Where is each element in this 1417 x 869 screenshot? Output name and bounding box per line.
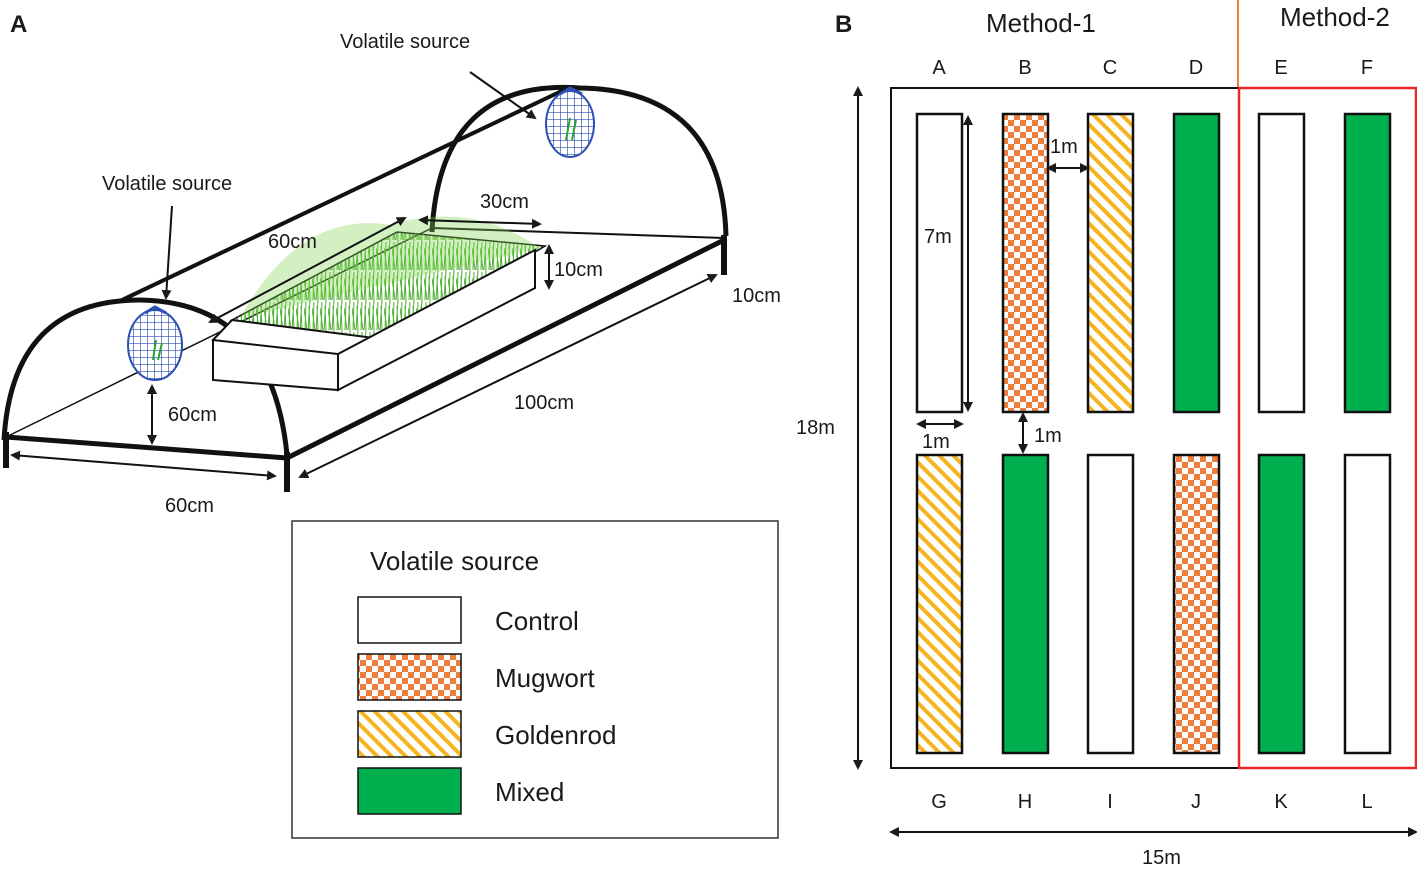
base-back	[431, 227, 725, 239]
legend-swatch-control	[357, 596, 462, 644]
legend-swatch-mugwort	[357, 653, 462, 701]
plot-letter-L: L	[1361, 791, 1372, 813]
planter-box	[211, 216, 548, 392]
plot-H	[1001, 453, 1050, 755]
legend: Volatile source ControlMugwortGoldenrodM…	[291, 520, 779, 839]
plot-A	[915, 112, 964, 414]
panel-b-letter: B	[835, 11, 852, 38]
plot-F	[1343, 112, 1392, 414]
label-100cm: 100cm	[514, 392, 574, 414]
label-60cm-width: 60cm	[165, 495, 214, 517]
plot-letter-H: H	[1018, 791, 1032, 813]
plot-G	[915, 453, 964, 755]
label-1m-row-gap: 1m	[1034, 425, 1062, 447]
ridge-line	[121, 86, 569, 302]
plot-letter-F: F	[1361, 57, 1373, 79]
label-10cm-leg: 10cm	[732, 285, 781, 307]
plot-letter-E: E	[1274, 57, 1287, 79]
label-volatile-source-top: Volatile source	[340, 31, 470, 53]
plot-K	[1257, 453, 1306, 755]
legend-label-mixed: Mixed	[495, 777, 564, 807]
plot-letter-J: J	[1191, 791, 1201, 813]
panel-b: B Method-1 Method-2 A B C D E F G H I J K L 1m 7m 1…	[796, 0, 1417, 869]
plot-D	[1172, 112, 1221, 414]
dim-arrow-60cm-box	[208, 217, 407, 323]
label-30cm: 30cm	[480, 191, 529, 213]
label-1m-gap: 1m	[1050, 136, 1078, 158]
label-volatile-source-left: Volatile source	[102, 173, 232, 195]
dim-arrow-100cm	[298, 273, 718, 479]
pointer-arrow-top	[469, 71, 537, 120]
panel-a-letter: A	[10, 11, 27, 38]
label-60cm-box: 60cm	[268, 231, 317, 253]
legend-swatch-mixed	[357, 767, 462, 815]
method-2-label: Method-2	[1280, 2, 1390, 32]
plot-letter-D: D	[1189, 57, 1203, 79]
plot-letter-G: G	[931, 791, 947, 813]
legend-swatch-goldenrod	[357, 710, 462, 758]
label-15m: 15m	[1142, 847, 1181, 869]
label-1m-width: 1m	[922, 431, 950, 453]
plot-L	[1343, 453, 1392, 755]
plot-J	[1172, 453, 1221, 755]
volatile-bag-far	[545, 86, 595, 158]
dim-arrow-30cm	[418, 215, 542, 229]
plot-E	[1257, 112, 1306, 414]
legend-label-control: Control	[495, 606, 579, 636]
plot-B	[1001, 112, 1050, 414]
plot-letter-A: A	[932, 57, 946, 79]
volatile-bag-near	[127, 305, 183, 381]
label-60cm-height: 60cm	[168, 404, 217, 426]
plot-letter-K: K	[1274, 791, 1288, 813]
plot-letter-C: C	[1103, 57, 1117, 79]
plot-I	[1086, 453, 1135, 755]
legend-label-goldenrod: Goldenrod	[495, 720, 616, 750]
dim-arrow-60cm-width	[10, 450, 277, 481]
plot-letter-I: I	[1107, 791, 1113, 813]
plot-C	[1086, 112, 1135, 414]
panel-a: A	[1, 11, 781, 517]
base-front	[5, 434, 288, 461]
label-7m: 7m	[924, 226, 952, 248]
legend-label-mugwort: Mugwort	[495, 663, 595, 693]
method-1-label: Method-1	[986, 8, 1096, 38]
plot-letter-B: B	[1018, 57, 1031, 79]
legend-title: Volatile source	[370, 546, 539, 576]
far-hoop	[429, 84, 729, 237]
label-18m: 18m	[796, 417, 835, 439]
label-10cm-box: 10cm	[554, 259, 603, 281]
pointer-arrow-left	[161, 205, 173, 300]
method-2-outline	[1237, 86, 1417, 770]
